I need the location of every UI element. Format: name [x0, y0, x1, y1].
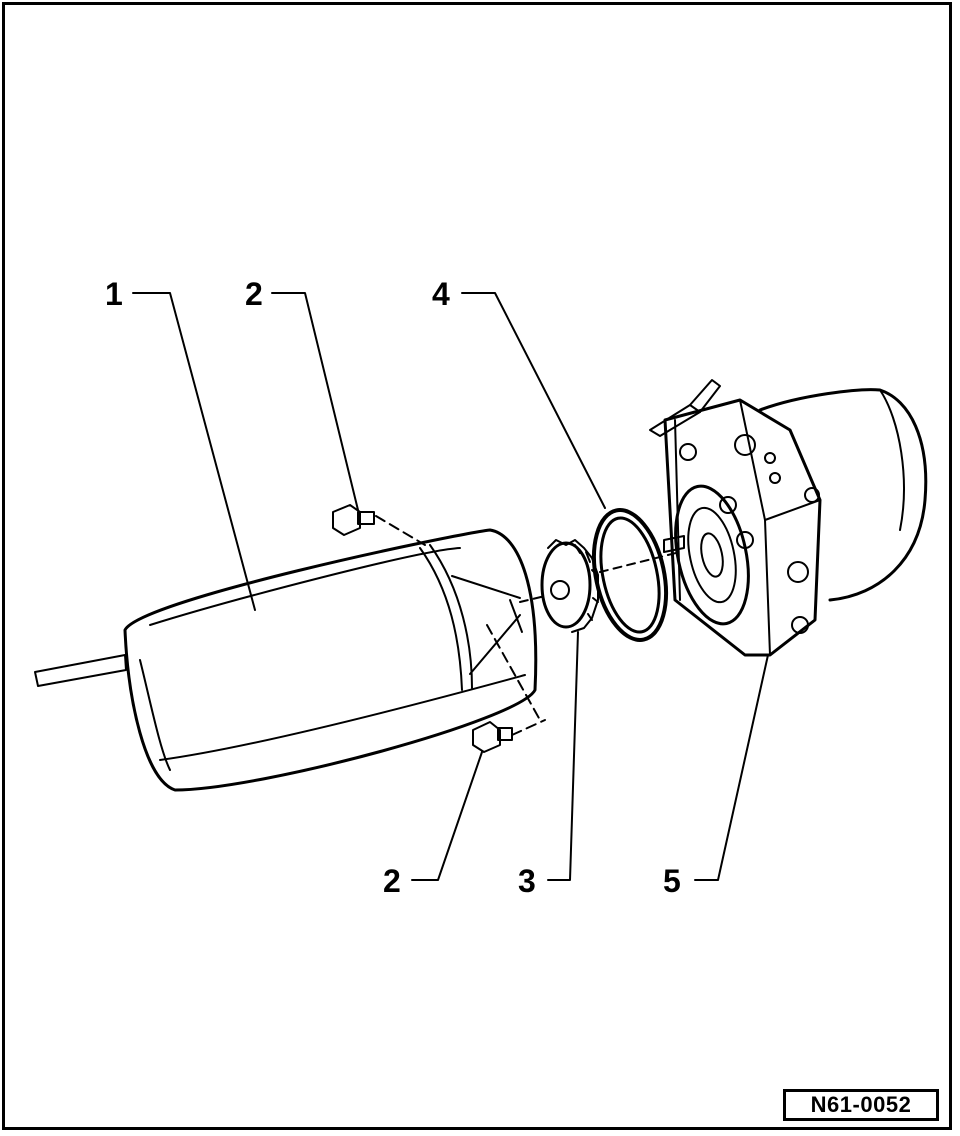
- callout-2-lower: 2: [383, 863, 401, 899]
- coupling-drawing: [540, 539, 599, 633]
- callout-5: 5: [663, 863, 681, 899]
- pump-unit-drawing: [649, 379, 928, 657]
- callout-1: 1: [105, 276, 123, 312]
- reference-code: N61-0052: [810, 1092, 912, 1117]
- bolt-lower-drawing: [472, 721, 513, 753]
- leader-lines: [132, 292, 769, 881]
- bolt-upper-drawing: [332, 504, 375, 536]
- callout-4: 4: [432, 276, 450, 312]
- housing-drawing: [34, 528, 538, 792]
- reference-code-box: N61-0052: [783, 1089, 939, 1121]
- o-ring-drawing: [592, 508, 668, 642]
- callout-3: 3: [518, 863, 536, 899]
- callout-2-upper: 2: [245, 276, 263, 312]
